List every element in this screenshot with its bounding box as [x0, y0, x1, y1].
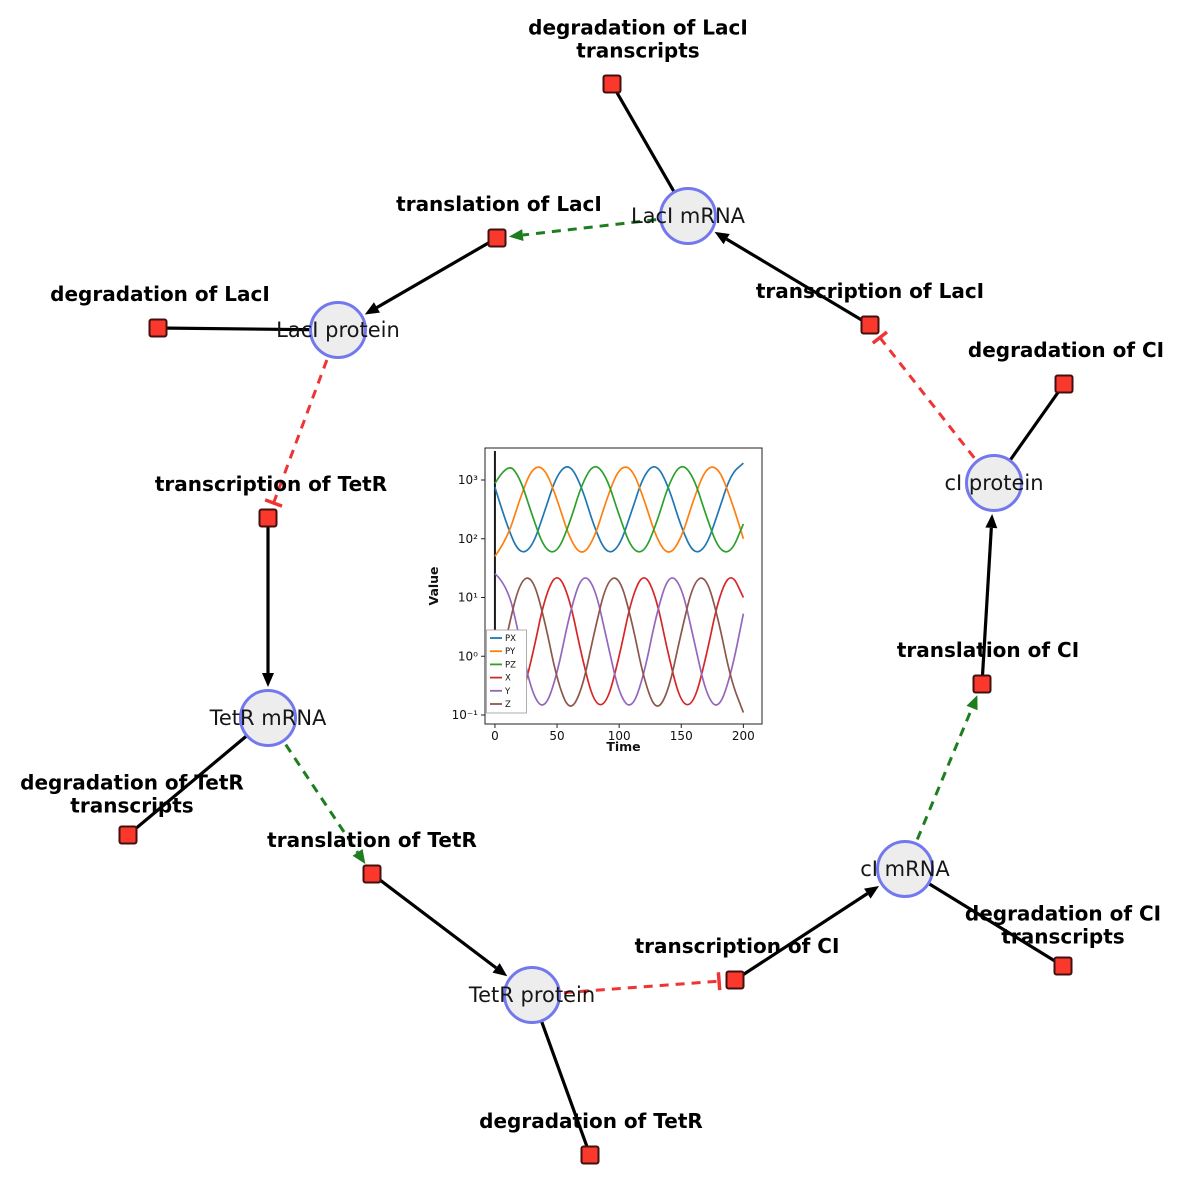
reaction-label-degradation-of-tetr: degradation of TetR [479, 1109, 703, 1134]
edge-product [376, 236, 498, 309]
y-tick-label: 10⁻¹ [452, 708, 479, 722]
x-tick-label: 200 [732, 729, 755, 743]
reaction-label-translation-of-tetr: translation of TetR [267, 828, 477, 853]
x-tick-label: 150 [670, 729, 693, 743]
x-tick-label: 0 [491, 729, 499, 743]
plot-frame [484, 447, 763, 725]
reaction-node-degradation-of-ci-transcripts[interactable] [1053, 956, 1073, 976]
reaction-label-transcription-of-ci: transcription of CI [634, 934, 840, 959]
reaction-node-degradation-of-laci-transcripts[interactable] [602, 74, 622, 94]
reaction-label-degradation-of-laci-transcripts: degradation of LacI transcripts [528, 15, 748, 63]
y-tick-label: 10² [458, 532, 478, 546]
species-node-ci-protein[interactable] [965, 454, 1023, 512]
arrowhead-icon [985, 513, 998, 529]
reaction-node-transcription-of-ci[interactable] [725, 970, 745, 990]
reaction-node-transcription-of-laci[interactable] [860, 315, 880, 335]
y-axis-label: Value [426, 566, 441, 605]
edge-consumption [126, 716, 270, 837]
series-line-PZ [494, 465, 745, 553]
legend-label: PX [505, 634, 516, 644]
inhibition-tbar-icon [716, 972, 722, 991]
species-node-tetr-mrna[interactable] [239, 689, 297, 747]
species-node-tetr-protein[interactable] [503, 966, 561, 1024]
legend-label: Z [505, 700, 511, 710]
reaction-node-degradation-of-laci[interactable] [148, 318, 168, 338]
reaction-label-degradation-of-tetr-transcripts: degradation of TetR transcripts [20, 770, 244, 818]
series-line-Y [494, 572, 745, 706]
reaction-node-degradation-of-ci[interactable] [1054, 374, 1074, 394]
reaction-node-degradation-of-tetr-transcripts[interactable] [118, 825, 138, 845]
x-tick-label: 50 [549, 729, 564, 743]
edge-consumption [157, 326, 339, 332]
reaction-node-translation-of-tetr[interactable] [362, 864, 382, 884]
legend-box [486, 629, 527, 714]
legend-label: PZ [505, 660, 516, 670]
edge-product [980, 527, 993, 685]
inhibition-tbar-icon [871, 330, 889, 345]
arrowhead-icon [966, 695, 978, 711]
arrowhead-icon [714, 231, 730, 245]
reaction-label-transcription-of-laci: transcription of LacI [755, 279, 985, 304]
reaction-node-degradation-of-tetr[interactable] [580, 1145, 600, 1165]
species-node-laci-protein[interactable] [309, 301, 367, 359]
species-node-ci-mrna[interactable] [876, 840, 934, 898]
reaction-node-transcription-of-tetr[interactable] [258, 508, 278, 528]
edge-modifier [266, 717, 359, 854]
legend-label: Y [504, 687, 511, 697]
arrowhead-icon [492, 963, 508, 977]
arrowhead-icon [364, 302, 380, 315]
species-label-ci-mrna: cI mRNA [860, 857, 950, 881]
x-tick-label: 100 [608, 729, 631, 743]
edge-consumption [904, 867, 1064, 968]
reaction-label-translation-of-ci: translation of CI [896, 638, 1080, 663]
edge-modifier [522, 214, 689, 237]
reaction-label-degradation-of-laci: degradation of LacI [50, 282, 270, 307]
legend-label: X [505, 674, 511, 684]
x-axis-label: Time [606, 739, 640, 754]
species-node-laci-mrna[interactable] [659, 187, 717, 245]
y-tick-label: 10³ [458, 473, 478, 487]
species-label-tetr-mrna: TetR mRNA [209, 706, 327, 730]
series-line-PY [494, 466, 745, 557]
arrowhead-icon [508, 229, 524, 241]
series-line-X [494, 576, 745, 706]
reaction-node-translation-of-laci[interactable] [487, 228, 507, 248]
edge-product [725, 237, 871, 327]
arrowhead-icon [262, 673, 274, 687]
series-line-PX [494, 462, 744, 553]
species-label-ci-protein: cI protein [944, 471, 1044, 495]
reaction-label-degradation-of-ci: degradation of CI [967, 338, 1165, 363]
reaction-label-transcription-of-tetr: transcription of TetR [154, 472, 388, 497]
y-tick-label: 10¹ [458, 591, 478, 605]
reaction-label-degradation-of-ci-transcripts: degradation of CI transcripts [964, 901, 1162, 949]
legend-label: PY [505, 647, 516, 657]
arrowhead-icon [352, 849, 366, 865]
y-tick-label: 10⁰ [458, 649, 478, 663]
edge-modifier [903, 707, 974, 870]
edge-product [371, 872, 498, 970]
species-label-laci-mrna: LacI mRNA [630, 204, 746, 228]
species-label-tetr-protein: TetR protein [468, 983, 596, 1007]
reaction-node-translation-of-ci[interactable] [972, 674, 992, 694]
reaction-label-translation-of-laci: translation of LacI [396, 192, 602, 217]
species-label-laci-protein: LacI protein [276, 318, 400, 342]
arrowhead-icon [864, 885, 880, 899]
edge-product [734, 892, 869, 982]
inhibition-tbar-icon [264, 498, 283, 508]
series-line-Z [494, 577, 745, 713]
